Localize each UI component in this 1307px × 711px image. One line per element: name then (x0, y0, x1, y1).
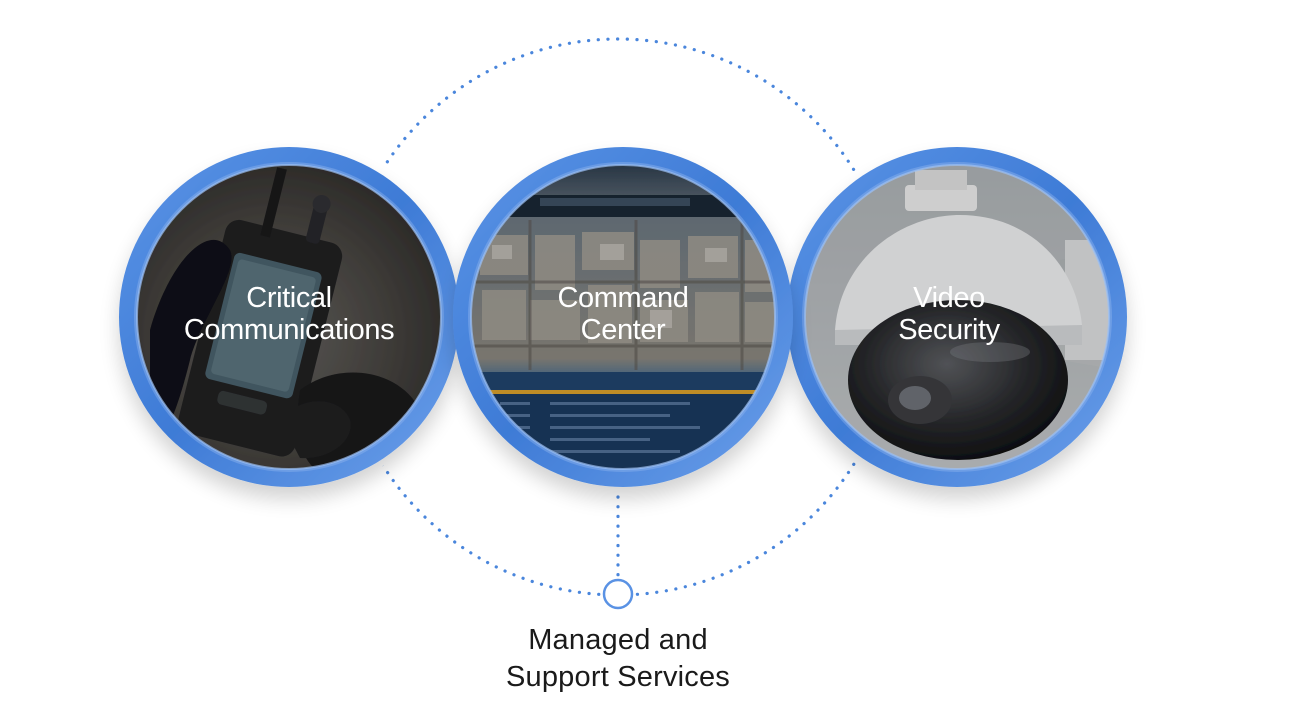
circle-command-center: Command Center (453, 147, 793, 487)
circle-label-line1: Video (913, 282, 985, 314)
circle-label-line2: Security (898, 314, 1000, 346)
circle-label-line2: Center (581, 314, 666, 346)
hub-label: Managed and Support Services (418, 622, 818, 696)
circle-label-line1: Command (558, 282, 689, 314)
command-center-map-photo-icon (471, 165, 775, 469)
circle-label-line2: Communications (184, 314, 394, 346)
circle-critical-communications: Critical Communications (119, 147, 459, 487)
hub-label-line2: Support Services (505, 661, 731, 693)
circle-label-line1: Critical (246, 282, 331, 314)
dome-camera-photo-icon (805, 165, 1109, 469)
circle-video-security: Video Security (787, 147, 1127, 487)
two-way-radio-photo-icon (137, 165, 441, 469)
hollow-node-icon (602, 578, 634, 610)
hub-label-line1: Managed and (528, 624, 708, 656)
